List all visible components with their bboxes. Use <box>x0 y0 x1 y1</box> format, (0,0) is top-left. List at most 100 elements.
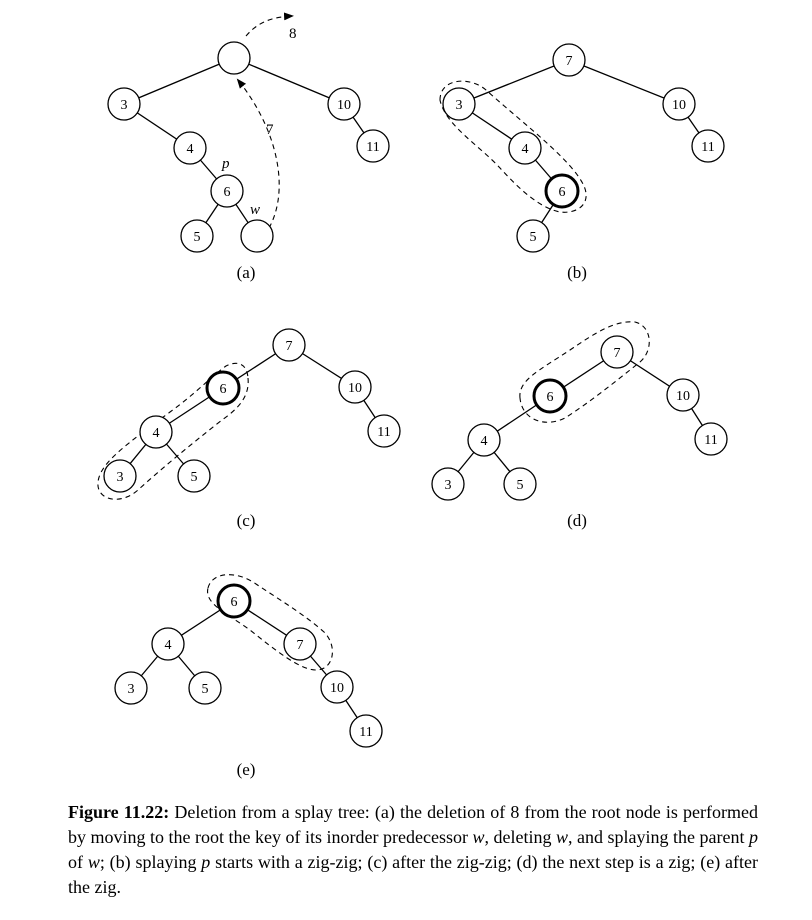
panel-c: 7 6 10 4 11 3 5 (c) <box>97 328 401 530</box>
svg-text:6: 6 <box>231 595 238 610</box>
tree-node-5: 5 <box>503 467 537 501</box>
tree-node-5: 5 <box>177 459 211 493</box>
caption-text-2: , deleting <box>484 827 556 847</box>
tree-node-10: 10 <box>320 670 354 704</box>
tree-node-3: 3 <box>442 87 476 121</box>
tree-node-7: 7 <box>552 43 586 77</box>
svg-text:11: 11 <box>359 725 372 740</box>
svg-text:5: 5 <box>202 682 209 697</box>
panel-d-edges <box>447 351 712 485</box>
tree-node-11: 11 <box>349 714 383 748</box>
tree-node-10: 10 <box>662 87 696 121</box>
caption-text-6: starts with a zig-zig; (c) after the zig… <box>68 852 758 897</box>
svg-text:10: 10 <box>337 98 351 113</box>
tree-node-11: 11 <box>694 422 728 456</box>
svg-text:10: 10 <box>330 681 344 696</box>
svg-text:6: 6 <box>224 185 231 200</box>
panel-e-edges <box>130 600 367 732</box>
tree-node-6-highlighted: 6 <box>532 378 568 414</box>
svg-text:11: 11 <box>704 433 717 448</box>
panel-label-b: (b) <box>567 263 587 282</box>
caption-text-4: of <box>68 852 88 872</box>
panel-a: 8 7 p w 3 10 4 11 6 5 (a) <box>107 12 390 282</box>
tree-node-10: 10 <box>666 378 700 412</box>
svg-text:4: 4 <box>187 142 194 157</box>
tree-node-3: 3 <box>103 459 137 493</box>
figure-caption: Figure 11.22: Deletion from a splay tree… <box>68 800 758 900</box>
svg-text:4: 4 <box>153 426 160 441</box>
tree-node-4: 4 <box>467 423 501 457</box>
svg-text:3: 3 <box>456 98 463 113</box>
tree-node-4: 4 <box>173 131 207 165</box>
svg-text:6: 6 <box>547 390 554 405</box>
tree-node-5: 5 <box>180 219 214 253</box>
svg-text:11: 11 <box>377 425 390 440</box>
tree-node-root-empty <box>217 41 251 75</box>
svg-text:5: 5 <box>530 230 537 245</box>
svg-text:10: 10 <box>672 98 686 113</box>
tree-node-3: 3 <box>431 467 465 501</box>
caption-var-w: w <box>556 827 569 847</box>
caption-var-w: w <box>87 852 100 872</box>
tree-node-3: 3 <box>107 87 141 121</box>
svg-text:4: 4 <box>481 434 488 449</box>
panel-b-edges <box>458 59 709 237</box>
panel-c-edges <box>119 344 385 477</box>
tree-node-6: 6 <box>210 174 244 208</box>
caption-label: Figure 11.22: <box>68 802 170 822</box>
tree-node-7: 7 <box>283 627 317 661</box>
panel-label-e: (e) <box>237 760 256 779</box>
tree-node-6-highlighted: 6 <box>205 370 241 406</box>
annotation-7: 7 <box>266 122 274 138</box>
svg-text:10: 10 <box>676 389 690 404</box>
caption-var-p: p <box>749 827 758 847</box>
svg-text:5: 5 <box>194 230 201 245</box>
svg-text:7: 7 <box>286 339 293 354</box>
caption-text-3: , and splaying the parent <box>568 827 749 847</box>
svg-text:11: 11 <box>366 140 379 155</box>
svg-text:4: 4 <box>522 142 529 157</box>
tree-node-5: 5 <box>188 671 222 705</box>
tree-node-w-empty <box>240 219 274 253</box>
svg-text:7: 7 <box>566 54 573 69</box>
svg-text:5: 5 <box>517 478 524 493</box>
tree-node-4: 4 <box>151 627 185 661</box>
caption-var-w: w <box>472 827 485 847</box>
tree-node-4: 4 <box>508 131 542 165</box>
tree-node-6-highlighted: 6 <box>216 583 252 619</box>
caption-text-1: Deletion from a splay tree: (a) the dele… <box>68 802 758 847</box>
svg-text:11: 11 <box>701 140 714 155</box>
zig-outline <box>519 321 650 423</box>
svg-text:6: 6 <box>220 382 227 397</box>
svg-text:4: 4 <box>165 638 172 653</box>
annotation-p: p <box>221 156 230 172</box>
panel-label-d: (d) <box>567 511 587 530</box>
svg-text:10: 10 <box>348 381 362 396</box>
panel-label-c: (c) <box>237 511 256 530</box>
tree-node-7: 7 <box>272 328 306 362</box>
svg-text:3: 3 <box>121 98 128 113</box>
svg-text:7: 7 <box>614 346 621 361</box>
tree-node-6-highlighted: 6 <box>544 173 580 209</box>
annotation-w: w <box>250 202 260 218</box>
svg-text:3: 3 <box>445 478 452 493</box>
tree-node-11: 11 <box>367 414 401 448</box>
svg-text:7: 7 <box>297 638 304 653</box>
splay-tree-figure: 8 7 p w 3 10 4 11 6 5 (a) 7 3 10 4 11 6 … <box>97 12 728 779</box>
zig-result-outline <box>207 574 333 671</box>
tree-node-10: 10 <box>327 87 361 121</box>
annotation-8: 8 <box>289 26 297 42</box>
panel-a-edges <box>123 57 374 237</box>
svg-text:5: 5 <box>191 470 198 485</box>
panel-d: 7 6 10 4 11 3 5 (d) <box>431 321 728 530</box>
caption-var-p: p <box>201 852 211 872</box>
panel-b: 7 3 10 4 11 6 5 (b) <box>439 43 725 282</box>
tree-node-3: 3 <box>114 671 148 705</box>
svg-text:3: 3 <box>117 470 124 485</box>
panel-label-a: (a) <box>237 263 256 282</box>
zig-zig-result-outline <box>97 362 249 500</box>
tree-node-4: 4 <box>139 415 173 449</box>
zig-zig-outline <box>439 80 587 213</box>
tree-node-5: 5 <box>516 219 550 253</box>
tree-node-11: 11 <box>356 129 390 163</box>
